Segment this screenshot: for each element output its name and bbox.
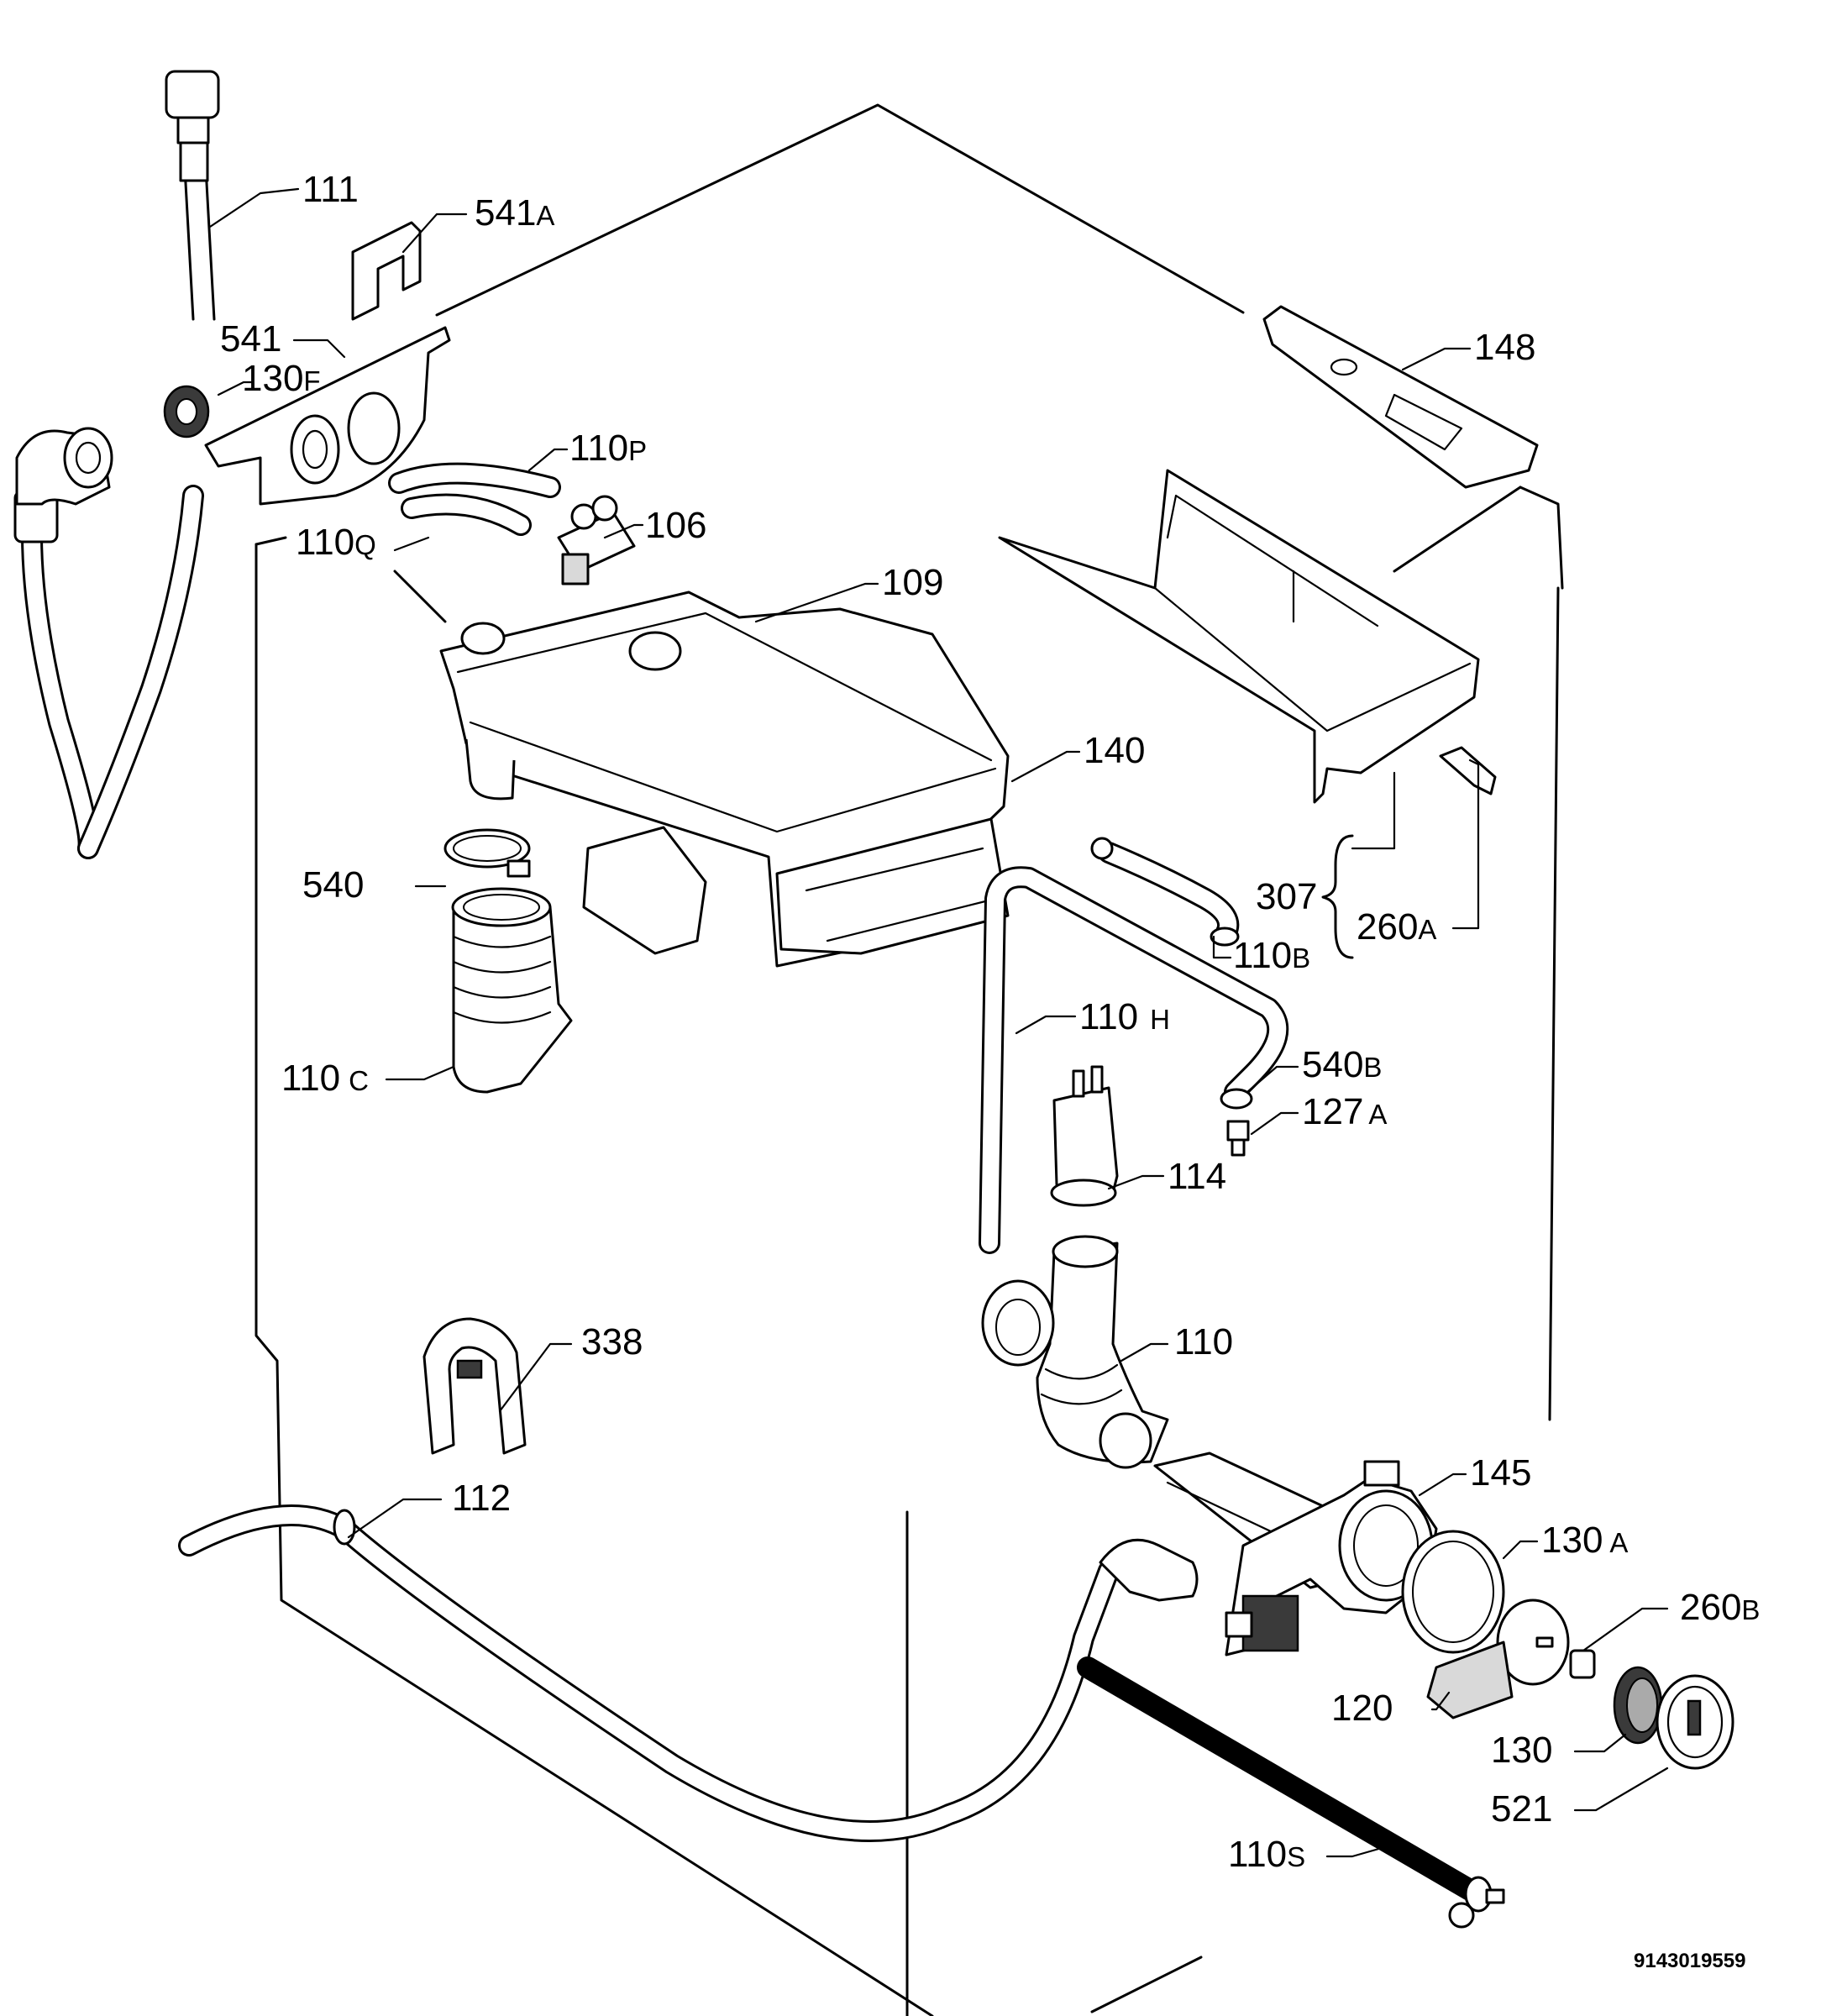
spring-260b <box>1569 1649 1596 1679</box>
clip-541a <box>351 221 422 321</box>
clip-260a <box>1439 746 1497 795</box>
filter-130 <box>1613 1666 1663 1745</box>
callout-260a: 260A <box>1357 906 1436 948</box>
callout-labels: 111 541A 541 130F 110P 110Q 106 109 148 … <box>220 169 1760 1875</box>
impeller-120 <box>1426 1599 1570 1719</box>
callout-148: 148 <box>1474 327 1535 368</box>
emergency-hose-110s <box>1077 1656 1505 1929</box>
bellows-110c <box>451 887 573 1094</box>
bracket-338 <box>422 1317 527 1455</box>
document-number: 9143019559 <box>1634 1950 1745 1972</box>
clamp-540 <box>443 828 531 878</box>
callout-110p: 110P <box>569 428 647 469</box>
hoses-110p-110q <box>388 462 561 536</box>
callout-110: 110 <box>1174 1321 1233 1362</box>
callout-260b: 260B <box>1680 1587 1760 1628</box>
callout-106: 106 <box>645 505 706 546</box>
callout-540: 540 <box>302 864 364 906</box>
hose-110b <box>1090 837 1240 947</box>
callout-112: 112 <box>452 1478 511 1519</box>
callout-120: 120 <box>1331 1688 1393 1729</box>
inlet-hose-111 <box>165 70 220 321</box>
pump-145 <box>1153 1452 1438 1656</box>
callout-110s: 110S <box>1228 1834 1305 1875</box>
callout-521: 521 <box>1491 1788 1552 1830</box>
callout-541a: 541A <box>475 192 554 234</box>
filter-130f <box>163 385 210 438</box>
callout-338: 338 <box>581 1321 643 1362</box>
callout-145: 145 <box>1470 1452 1531 1494</box>
seal-130a <box>1401 1530 1505 1654</box>
dispenser-drawer-307 <box>998 469 1480 804</box>
callout-109: 109 <box>882 562 943 603</box>
callout-540b: 540B <box>1302 1044 1382 1085</box>
sump-hose-110 <box>981 1235 1169 1469</box>
callout-110q: 110Q <box>296 522 376 563</box>
callout-130: 130 <box>1491 1730 1552 1771</box>
drain-hose-112 <box>178 1504 1199 1842</box>
inlet-bracket-541 <box>204 326 451 506</box>
cap-521 <box>1656 1674 1734 1770</box>
angled-inlet-hose <box>13 427 204 859</box>
dispenser-cover-148 <box>1262 305 1539 489</box>
valve-106 <box>557 495 636 585</box>
pressure-chamber-114 <box>1050 1065 1119 1207</box>
cabinet-outline <box>255 103 1564 2016</box>
nozzle-127a <box>1226 1120 1250 1157</box>
leader-lines <box>208 187 1669 1858</box>
callout-130f: 130F <box>242 358 321 399</box>
callout-110b: 110B <box>1233 935 1310 976</box>
clamp-540b <box>1220 1088 1253 1110</box>
callout-114: 114 <box>1168 1156 1226 1197</box>
callout-307: 307 <box>1256 876 1317 917</box>
tub-109-140 <box>439 591 1010 968</box>
callout-541: 541 <box>220 318 281 360</box>
brace-307 <box>1321 834 1354 959</box>
hose-110h <box>979 866 1289 1254</box>
callout-140: 140 <box>1084 730 1145 771</box>
callout-111: 111 <box>302 169 359 210</box>
